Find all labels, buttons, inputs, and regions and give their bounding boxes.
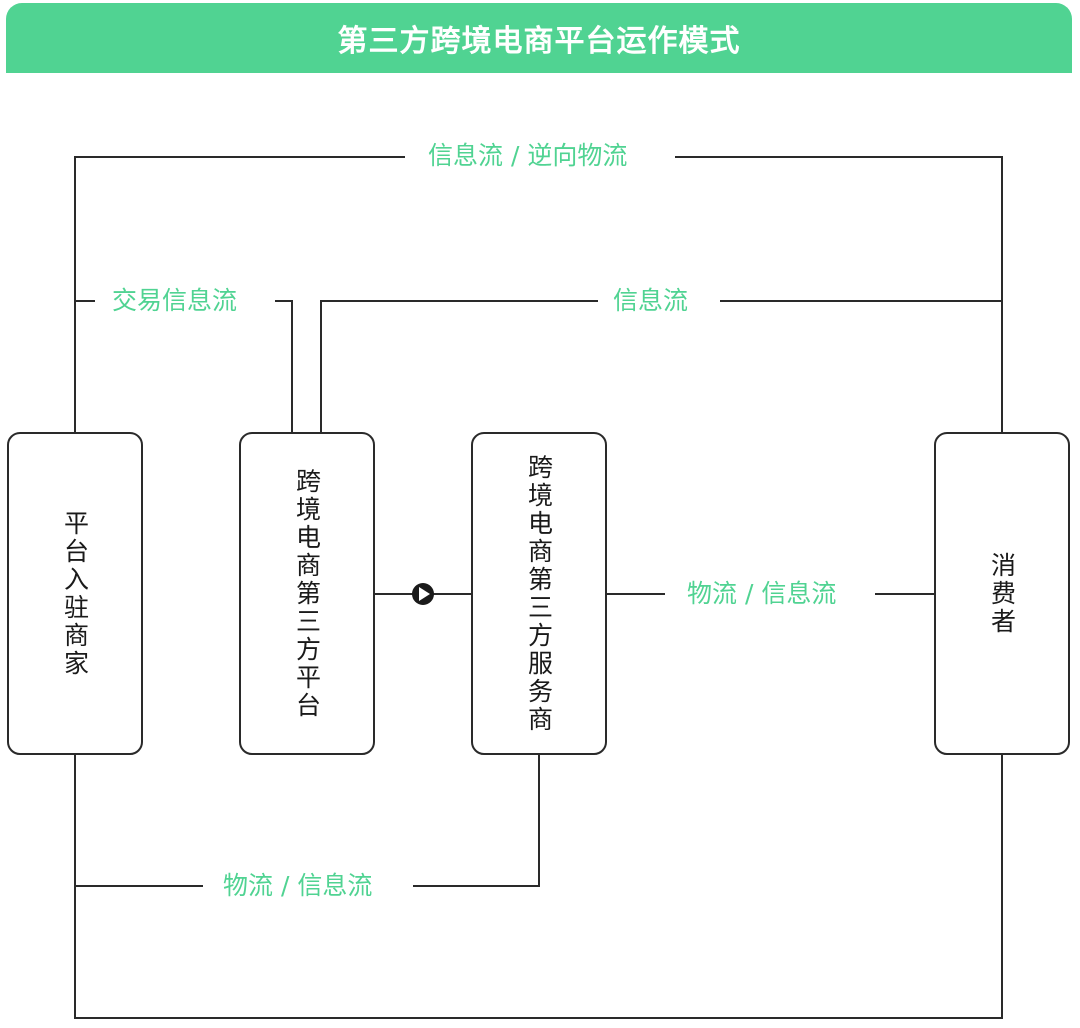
service-provider-node: 跨境电商第三方服务商	[471, 432, 607, 755]
title-banner: 第三方跨境电商平台运作模式	[6, 3, 1072, 73]
consumer-label: 消费者	[987, 551, 1017, 636]
flow-label-middle: 物流 / 信息流	[687, 579, 837, 608]
flow-line-bottom-right	[413, 755, 540, 887]
merchant-node: 平台入驻商家	[7, 432, 143, 755]
flow-line-info-left	[320, 300, 598, 432]
consumer-node: 消费者	[934, 432, 1070, 755]
flow-label-transaction: 交易信息流	[112, 286, 238, 315]
flow-label-bottom: 物流 / 信息流	[223, 871, 373, 900]
platform-node: 跨境电商第三方平台	[239, 432, 375, 755]
platform-label: 跨境电商第三方平台	[292, 467, 322, 720]
flow-label-info: 信息流	[613, 286, 689, 315]
flow-label-top: 信息流 / 逆向物流	[428, 141, 628, 170]
flow-line-top	[74, 156, 405, 432]
merchant-label: 平台入驻商家	[60, 509, 90, 678]
diagram-title: 第三方跨境电商平台运作模式	[337, 24, 741, 59]
flow-line-transaction-right	[275, 300, 293, 432]
flow-line-outer-bottom	[74, 755, 1003, 1019]
play-arrow-icon	[412, 583, 434, 605]
service-provider-label: 跨境电商第三方服务商	[524, 453, 554, 734]
flow-line-top-right	[675, 156, 1003, 432]
